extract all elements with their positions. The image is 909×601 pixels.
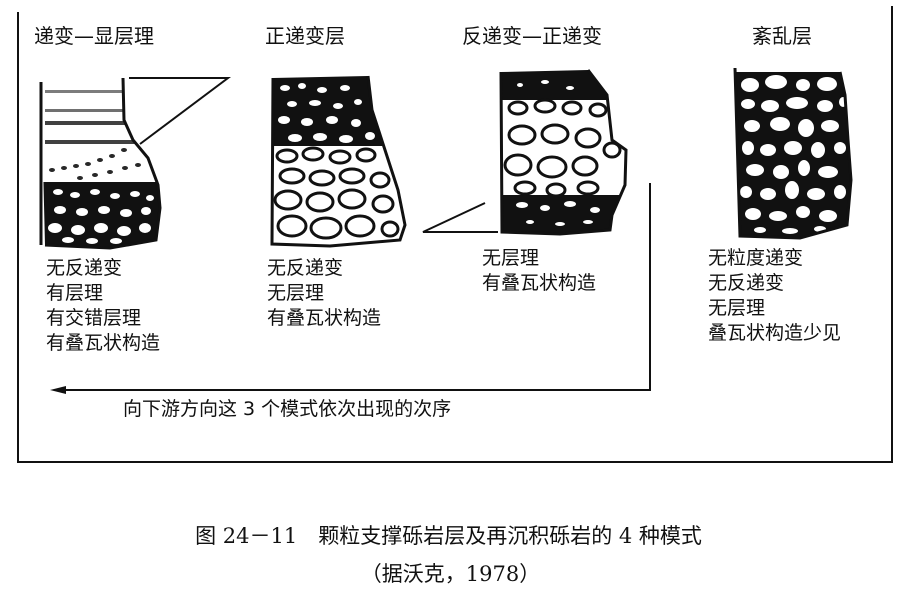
feature-line: 无反递变 bbox=[267, 257, 344, 279]
feature-line: 无反递变 bbox=[708, 272, 785, 294]
feature-line: 叠瓦状构造少见 bbox=[708, 322, 842, 344]
model-4-column-icon bbox=[733, 67, 853, 240]
sequence-arrow bbox=[50, 183, 651, 394]
feature-line: 有交错层理 bbox=[46, 307, 142, 329]
zoom-connector-1 bbox=[129, 77, 231, 145]
arrow-left-icon bbox=[50, 386, 66, 394]
model-1-column-icon bbox=[39, 77, 162, 250]
feature-line: 无层理 bbox=[708, 297, 766, 319]
feature-line: 无反递变 bbox=[46, 257, 123, 279]
model-2-column-icon bbox=[270, 75, 407, 248]
frame-bottom-border bbox=[17, 461, 893, 463]
feature-line: 有叠瓦状构造 bbox=[46, 332, 161, 354]
feature-line: 有叠瓦状构造 bbox=[267, 307, 382, 329]
figure-citation: （据沃克，1978） bbox=[360, 562, 541, 586]
frame-right-border bbox=[891, 6, 893, 463]
frame-left-border bbox=[17, 12, 19, 463]
model-2-title: 正递变层 bbox=[265, 24, 345, 48]
model-3-title: 反递变—正递变 bbox=[462, 24, 602, 48]
model-3-column-icon bbox=[499, 69, 628, 236]
sequence-arrow-label: 向下游方向这 3 个模式依次出现的次序 bbox=[123, 398, 452, 420]
model-3-features: 无层理 有叠瓦状构造 bbox=[482, 246, 596, 296]
feature-line: 无粒度递变 bbox=[708, 247, 804, 269]
zoom-connector-2 bbox=[422, 202, 498, 233]
model-2-features: 无反递变 无层理 有叠瓦状构造 bbox=[267, 256, 381, 331]
feature-line: 有叠瓦状构造 bbox=[482, 272, 597, 294]
model-4-features: 无粒度递变 无反递变 无层理 叠瓦状构造少见 bbox=[708, 246, 841, 346]
model-4-title: 紊乱层 bbox=[752, 24, 812, 48]
model-1-title: 递变—显层理 bbox=[34, 24, 154, 48]
model-1-features: 无反递变 有层理 有交错层理 有叠瓦状构造 bbox=[46, 256, 160, 356]
feature-line: 有层理 bbox=[46, 282, 104, 304]
figure-caption: 图 24－11 颗粒支撑砾岩层及再沉积砾岩的 4 种模式 bbox=[195, 524, 702, 548]
feature-line: 无层理 bbox=[482, 247, 540, 269]
feature-line: 无层理 bbox=[267, 282, 325, 304]
